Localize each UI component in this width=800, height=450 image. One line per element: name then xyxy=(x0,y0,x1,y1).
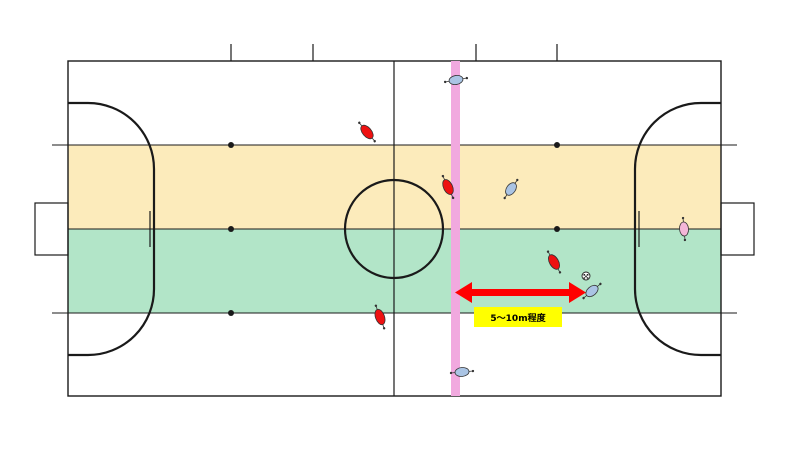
red-player xyxy=(546,250,562,274)
court-spot xyxy=(554,142,560,148)
court-spot xyxy=(228,142,234,148)
left-goal xyxy=(34,202,69,256)
distance-label-text: 5～10m程度 xyxy=(490,313,546,324)
court-spots xyxy=(228,142,560,316)
blue-player xyxy=(449,367,475,377)
blue-player xyxy=(443,75,469,85)
left-penalty-area xyxy=(68,101,156,357)
red-player xyxy=(441,174,455,200)
red-player xyxy=(374,304,386,330)
court-spot xyxy=(228,226,234,232)
pink-marker-line xyxy=(451,61,460,396)
blue-player xyxy=(582,282,602,300)
goalkeeper-player xyxy=(679,216,689,242)
right-goal xyxy=(720,202,755,256)
distance-arrow xyxy=(455,282,586,303)
ball-icon xyxy=(581,271,591,281)
right-penalty-area xyxy=(633,101,721,357)
court-lines xyxy=(34,44,755,397)
court-spot xyxy=(554,226,560,232)
distance-label: 5～10m程度 xyxy=(474,307,562,327)
red-player xyxy=(358,121,376,143)
court-spot xyxy=(228,310,234,316)
blue-player xyxy=(503,178,519,200)
